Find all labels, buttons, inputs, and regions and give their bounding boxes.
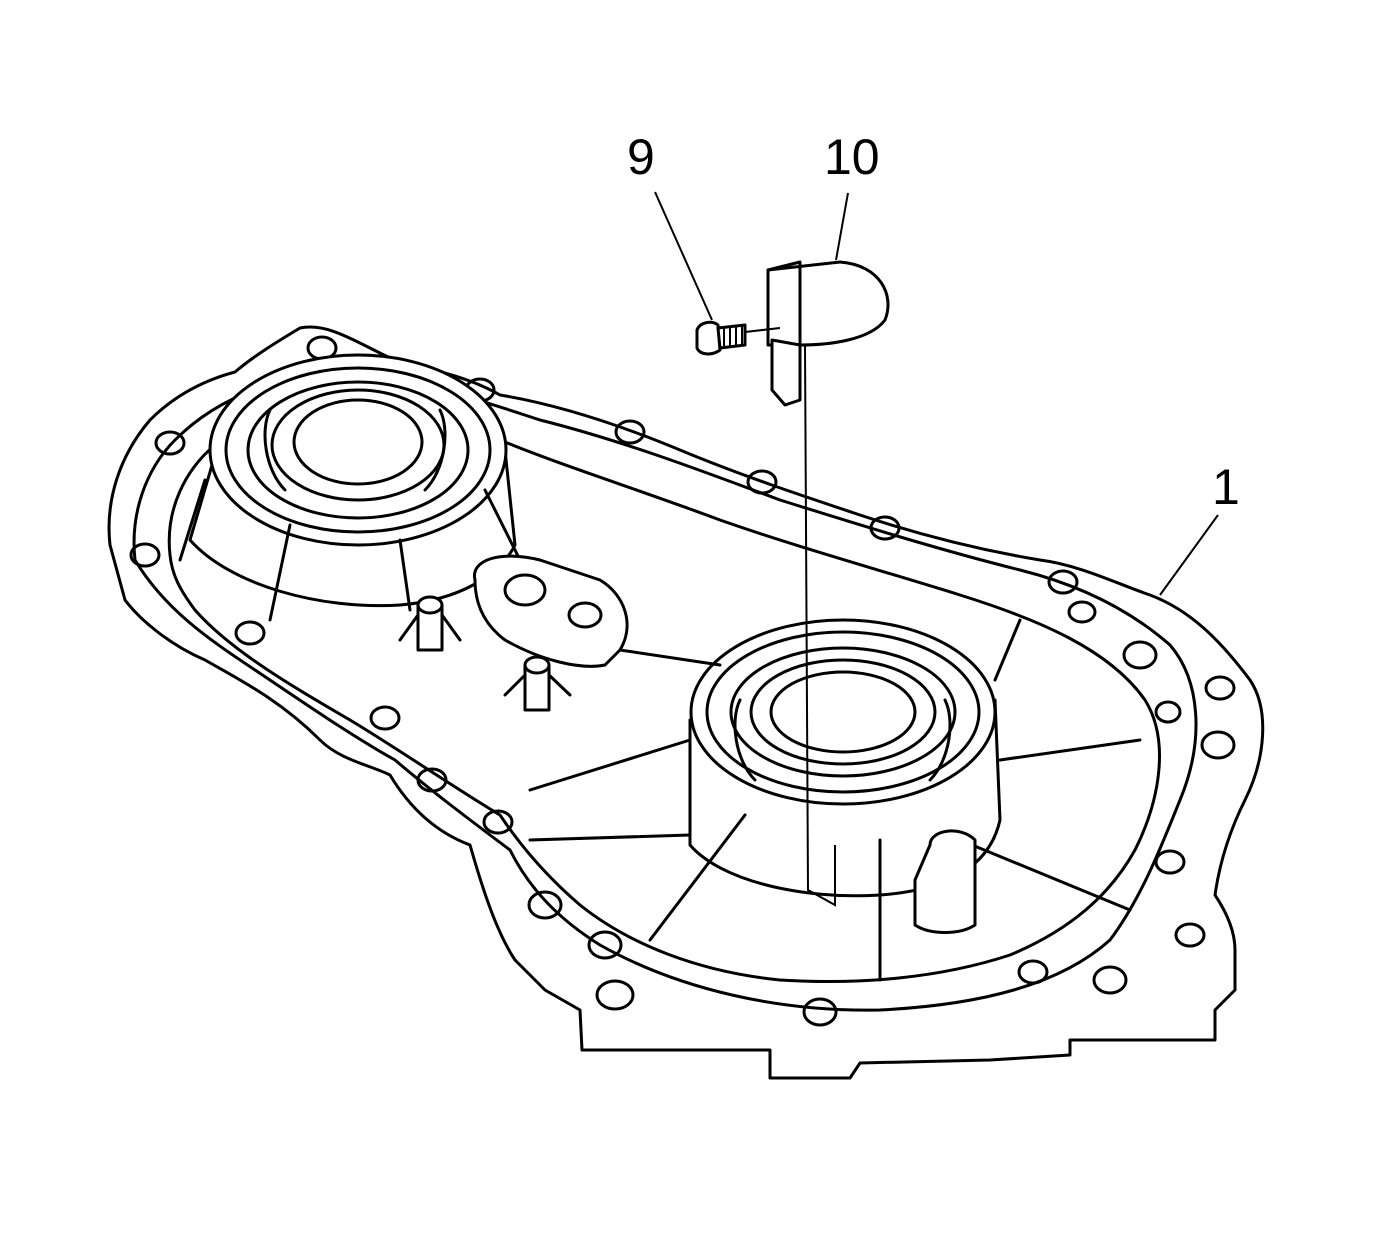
- leader-1: [1159, 514, 1219, 596]
- upper-bearing-boss: [178, 353, 522, 622]
- leader-9: [654, 191, 713, 321]
- lower-bearing-boss: [528, 618, 1142, 982]
- cover-plate-10: [766, 260, 890, 907]
- callout-9: 9: [627, 129, 655, 185]
- leader-lines: [654, 191, 1219, 596]
- dowel-pins: [398, 595, 572, 712]
- callout-10: 10: [824, 129, 880, 185]
- callout-1: 1: [1212, 459, 1240, 515]
- bolt-9: [695, 320, 781, 356]
- leader-10: [835, 192, 849, 261]
